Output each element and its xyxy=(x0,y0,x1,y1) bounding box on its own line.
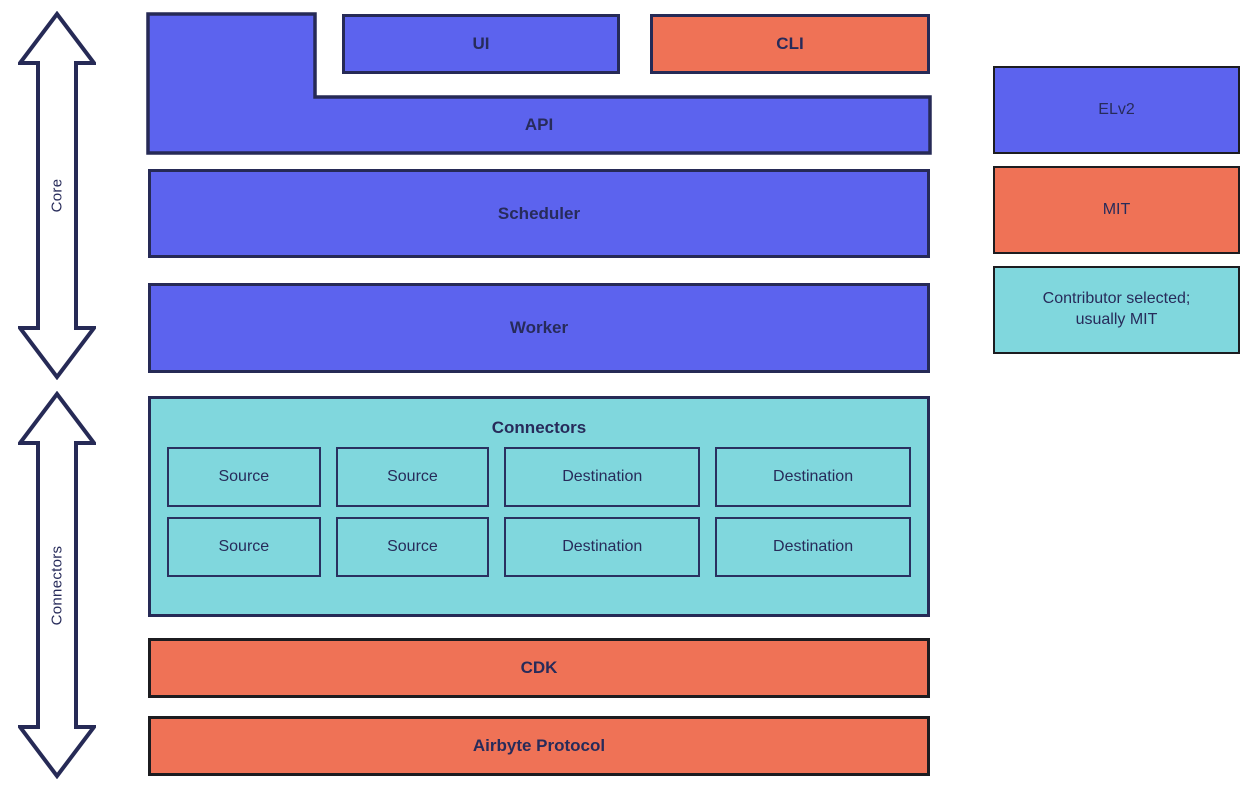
connectors-row-1: Source Source Destination Destination xyxy=(167,447,911,507)
scheduler-block-label: Scheduler xyxy=(497,203,581,223)
legend-contributor-label: Contributor selected; usually MIT xyxy=(1042,290,1191,328)
destination-connector-block: Destination xyxy=(504,447,701,507)
cli-block: CLI xyxy=(650,14,930,74)
destination-connector-block: Destination xyxy=(715,447,911,507)
connectors-block: Connectors Source Source Destination Des… xyxy=(148,396,930,617)
ui-block: UI xyxy=(342,14,620,74)
destination-connector-block: Destination xyxy=(504,517,701,577)
legend-contributor: Contributor selected; usually MIT xyxy=(993,266,1240,354)
connectors-block-title: Connectors xyxy=(491,418,587,437)
ui-block-label: UI xyxy=(472,34,490,53)
source-connector-block: Source xyxy=(335,447,490,507)
source-connector-block: Source xyxy=(167,447,321,507)
destination-connector-block: Destination xyxy=(715,517,911,577)
cdk-block: CDK xyxy=(148,638,930,698)
source-connector-block: Source xyxy=(167,517,321,577)
legend-elv2: ELv2 xyxy=(993,66,1240,154)
api-block-shape xyxy=(146,12,932,155)
worker-block: Worker xyxy=(148,283,930,373)
legend-mit-label: MIT xyxy=(1102,200,1131,218)
connectors-row-2: Source Source Destination Destination xyxy=(167,517,911,577)
core-double-arrow-icon xyxy=(18,11,96,380)
airbyte-protocol-block: Airbyte Protocol xyxy=(148,716,930,776)
scheduler-block: Scheduler xyxy=(148,169,930,258)
legend-mit: MIT xyxy=(993,166,1240,254)
cli-block-label: CLI xyxy=(776,34,804,53)
airbyte-protocol-block-label: Airbyte Protocol xyxy=(472,736,606,755)
cdk-block-label: CDK xyxy=(520,658,558,677)
connectors-double-arrow-icon xyxy=(18,391,96,779)
source-connector-block: Source xyxy=(335,517,490,577)
legend-elv2-label: ELv2 xyxy=(1098,100,1135,118)
worker-block-label: Worker xyxy=(509,318,569,337)
api-block-label: API xyxy=(524,114,554,134)
